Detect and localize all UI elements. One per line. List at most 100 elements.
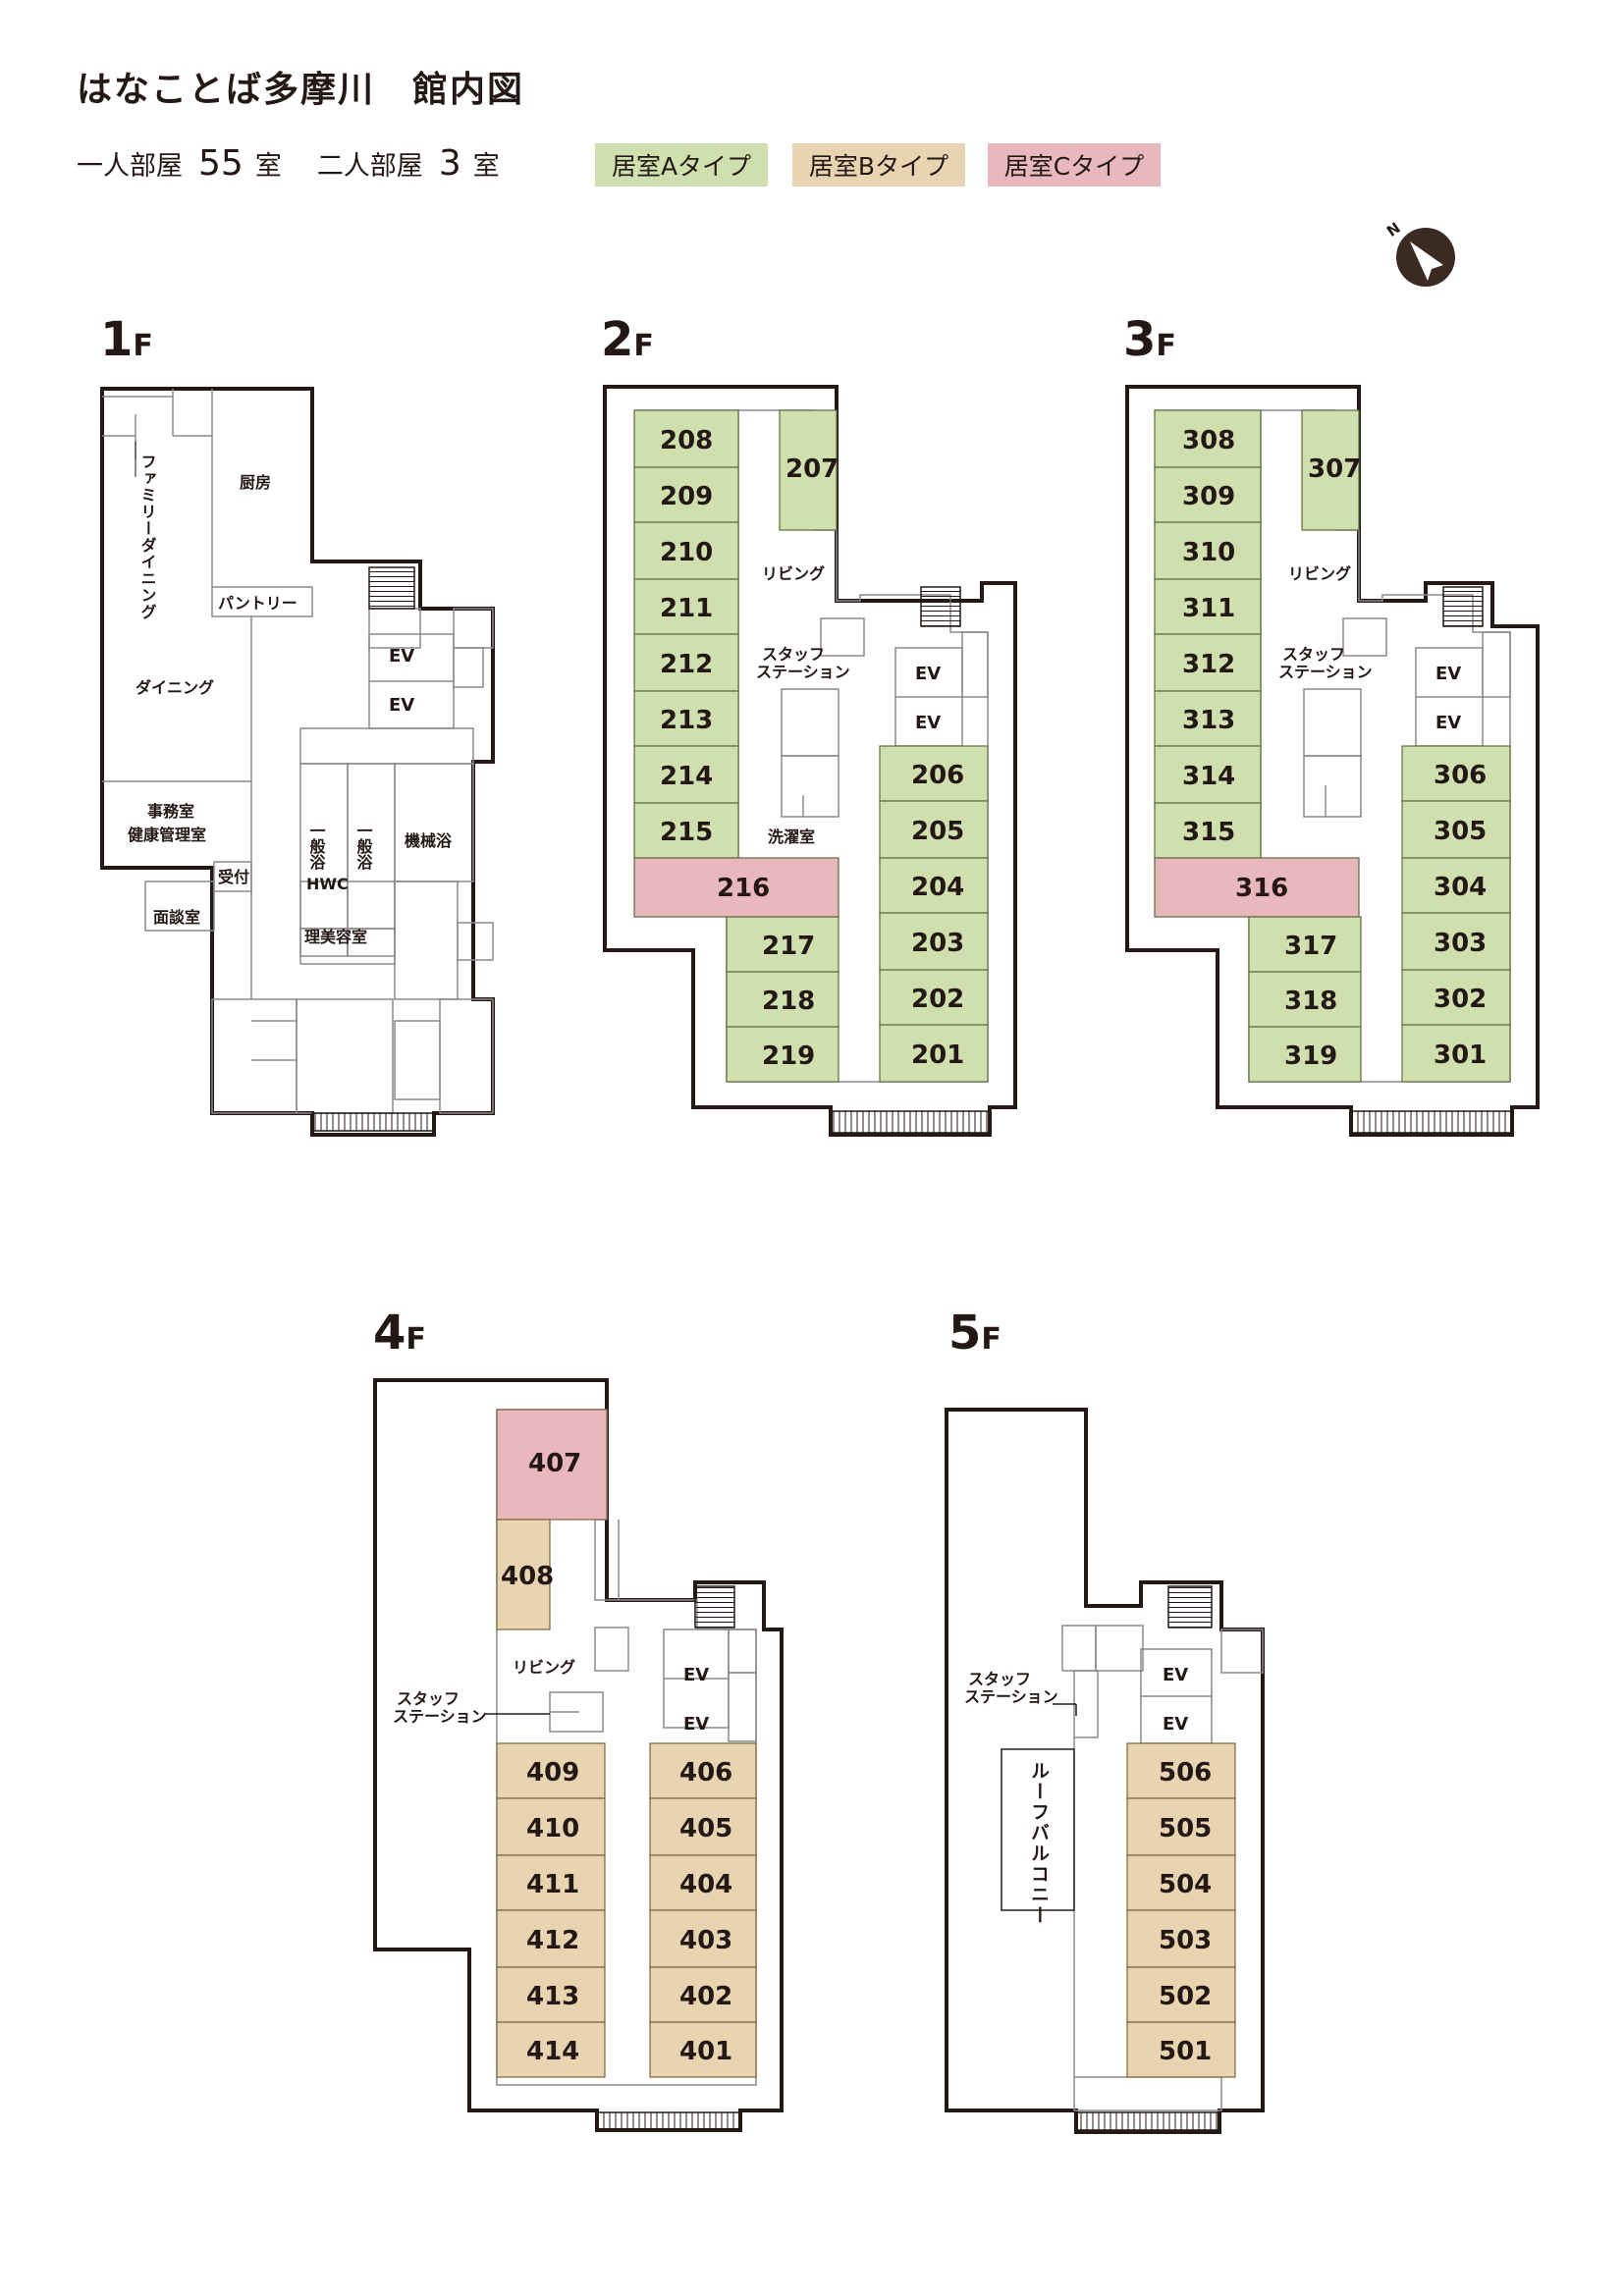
room-209	[633, 466, 739, 523]
room-number: 414	[526, 2037, 579, 2066]
label-staff-station-2: ステーション	[964, 1687, 1058, 1706]
room-number: 412	[526, 1926, 579, 1955]
label-general-bath-2: 一般浴	[354, 823, 373, 871]
room-309	[1154, 466, 1262, 523]
stairs-icon	[368, 566, 415, 610]
label-staff-station-2: ステーション	[756, 663, 850, 681]
room-number: 408	[501, 1562, 554, 1591]
room-404	[649, 1854, 757, 1911]
room-number: 219	[762, 1041, 815, 1071]
page-title: はなことば多摩川 館内図	[77, 70, 525, 110]
room-201	[879, 1024, 989, 1083]
room-number: 405	[679, 1814, 732, 1843]
label-ev-1: EV	[389, 646, 414, 667]
floor-label-3f: 3F	[1123, 312, 1176, 367]
room-number: 413	[526, 1982, 579, 2011]
room-number: 304	[1434, 873, 1487, 902]
room-502	[1126, 1966, 1236, 2023]
room-306	[1401, 745, 1511, 802]
label-health-office: 健康管理室	[128, 826, 206, 844]
room-202	[879, 969, 989, 1026]
room-number: 506	[1159, 1758, 1212, 1788]
floor-2f-outline	[603, 385, 1017, 1137]
single-room-label: 一人部屋	[77, 151, 183, 182]
label-roof-balcony: ルーフバルコニー	[1028, 1761, 1050, 1926]
room-412	[496, 1909, 606, 1968]
floor-label-4f: 4F	[373, 1306, 426, 1361]
room-number: 410	[526, 1814, 579, 1843]
room-number: 315	[1182, 818, 1235, 847]
room-number: 204	[911, 873, 964, 902]
room-number: 205	[911, 817, 964, 846]
floor-4f-plan: 407 408 409 410 411 412 413 414 406 405 …	[373, 1378, 784, 2132]
label-ev-2: EV	[915, 713, 941, 733]
room-number: 207	[785, 454, 839, 484]
room-number: 318	[1284, 987, 1337, 1016]
room-number: 402	[679, 1982, 732, 2011]
room-number: 301	[1434, 1041, 1487, 1070]
stairs-icon	[1075, 2111, 1220, 2131]
room-number: 218	[762, 987, 815, 1016]
stairs-icon	[1350, 1110, 1513, 1134]
room-number: 505	[1159, 1814, 1212, 1843]
room-number: 307	[1308, 454, 1361, 484]
room-number: 309	[1182, 482, 1235, 511]
label-interview-room: 面談室	[153, 908, 200, 927]
room-317	[1248, 916, 1362, 973]
room-number: 409	[526, 1758, 579, 1788]
label-staff-station-2: ステーション	[393, 1707, 487, 1726]
room-407	[496, 1409, 608, 1521]
label-staff-station-1: スタッフ	[1282, 645, 1345, 664]
single-room-count: 55	[198, 143, 244, 184]
label-dining: ダイニング	[135, 678, 214, 697]
label-living: リビング	[762, 564, 825, 583]
label-ev-1: EV	[915, 664, 941, 684]
room-304	[1401, 857, 1511, 914]
room-number: 215	[660, 818, 713, 847]
room-307	[1301, 409, 1360, 531]
room-number: 305	[1434, 817, 1487, 846]
room-number: 202	[911, 985, 964, 1014]
room-211	[633, 578, 739, 635]
room-number: 404	[679, 1870, 732, 1899]
room-315	[1154, 802, 1262, 859]
room-number: 209	[660, 482, 713, 511]
room-406	[649, 1742, 757, 1799]
room-501	[1126, 2021, 1236, 2078]
room-210	[633, 521, 739, 580]
room-number: 407	[528, 1449, 581, 1478]
legend-type-a: 居室Aタイプ	[595, 143, 768, 187]
room-number: 203	[911, 929, 964, 958]
room-303	[1401, 912, 1511, 971]
room-number: 319	[1284, 1041, 1337, 1071]
label-living: リビング	[513, 1658, 575, 1677]
room-318	[1248, 971, 1362, 1028]
double-room-unit: 室	[472, 151, 500, 182]
label-living: リビング	[1288, 564, 1351, 583]
north-compass-icon: N	[1383, 219, 1455, 287]
room-414	[496, 2021, 606, 2078]
floor-3f-plan: 308 309 310 311 312 313 314 315 307 316 …	[1125, 385, 1540, 1137]
label-ev-1: EV	[1163, 1665, 1188, 1685]
label-staff-station-2: ステーション	[1278, 663, 1373, 681]
label-ev-2: EV	[1435, 713, 1461, 733]
room-number: 216	[717, 874, 770, 903]
room-number: 317	[1284, 932, 1337, 961]
room-number: 213	[660, 706, 713, 735]
room-305	[1401, 800, 1511, 859]
room-311	[1154, 578, 1262, 635]
label-laundry: 洗濯室	[768, 828, 815, 846]
room-number: 310	[1182, 538, 1235, 567]
legend-type-b: 居室Bタイプ	[792, 143, 965, 187]
label-family-dining: ファミリーダイニング	[138, 454, 157, 620]
label-reception: 受付	[218, 868, 249, 886]
floor-3f-outline	[1125, 385, 1540, 1137]
label-staff-station-1: スタッフ	[762, 645, 825, 664]
room-number: 411	[526, 1870, 579, 1899]
room-402	[649, 1966, 757, 2023]
room-number: 214	[660, 762, 713, 791]
stairs-icon	[596, 2111, 741, 2131]
room-408	[496, 1519, 551, 1630]
room-411	[496, 1854, 606, 1911]
